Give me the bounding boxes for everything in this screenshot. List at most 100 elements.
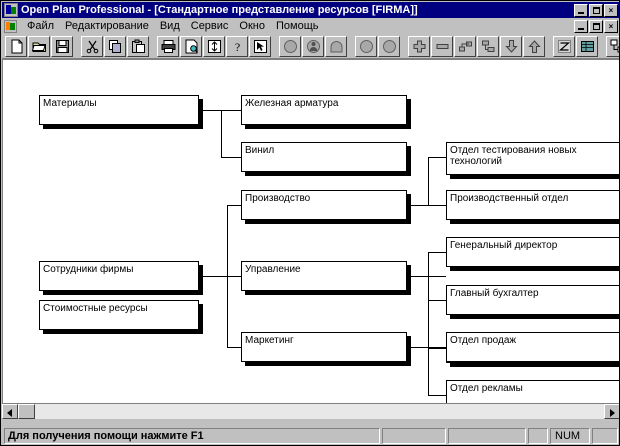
menu-bar: Файл Редактирование Вид Сервис Окно Помо… (2, 18, 619, 34)
cost-resource-icon[interactable] (355, 35, 377, 57)
help-arrow-icon[interactable] (249, 35, 271, 57)
scrollbar-thumb[interactable] (18, 404, 35, 419)
remove-minus-icon[interactable] (431, 35, 453, 57)
diagram-connector (221, 157, 241, 158)
diagram-node-proizv-otdel[interactable]: Производственный отдел (446, 190, 619, 220)
close-button[interactable]: × (604, 3, 618, 17)
pool-resource-icon[interactable] (378, 35, 400, 57)
status-pane-a (382, 428, 446, 444)
print-icon[interactable] (157, 35, 179, 57)
diagram-node-armatura[interactable]: Железная арматура (241, 95, 407, 125)
diagram-node-label: Главный бухгалтер (450, 288, 539, 299)
diagram-node-label: Стоимостные ресурсы (43, 303, 148, 314)
menu-item-tools[interactable]: Сервис (190, 20, 229, 32)
status-pane-b (448, 428, 526, 444)
minimize-button[interactable] (574, 3, 588, 17)
structure-icon[interactable] (477, 35, 499, 57)
save-disk-icon[interactable] (51, 35, 73, 57)
mdi-child-controls: × (573, 19, 619, 33)
window-controls: × (573, 3, 618, 17)
diagram-connector (428, 347, 429, 395)
diagram-connector (203, 276, 227, 277)
diagram-node-vinil[interactable]: Винил (241, 142, 407, 172)
diagram-node-label: Винил (245, 145, 275, 156)
labour-resource-icon[interactable] (302, 35, 324, 57)
menu-item-view[interactable]: Вид (159, 20, 180, 32)
move-up-icon[interactable] (523, 35, 545, 57)
status-hint: Для получения помощи нажмите F1 (4, 428, 380, 444)
diagram-connector (411, 205, 446, 206)
new-file-icon[interactable] (5, 35, 27, 57)
diagram-node-otdel-reklamy[interactable]: Отдел рекламы (446, 380, 619, 403)
diagram-node-upravlenie[interactable]: Управление (241, 261, 407, 291)
diagram-node-label: Отдел тестирования новых технологий (450, 145, 577, 167)
print-preview-icon[interactable] (180, 35, 202, 57)
move-down-icon[interactable] (500, 35, 522, 57)
title-bar: Open Plan Professional - [Стандартное пр… (2, 2, 619, 18)
diagram-node-otdel-test[interactable]: Отдел тестирования новых технологий (446, 142, 619, 175)
horizontal-scrollbar[interactable] (2, 403, 619, 419)
diagram-connector (428, 300, 446, 301)
mdi-minimize-button[interactable] (574, 19, 588, 33)
menu-item-help[interactable]: Помощь (275, 20, 319, 32)
diagram-node-label: Отдел рекламы (450, 383, 523, 394)
diagram-node-label: Генеральный директор (450, 240, 558, 251)
zigzag-icon[interactable] (553, 35, 575, 57)
layout-icon[interactable] (606, 35, 619, 57)
menu-item-edit[interactable]: Редактирование (65, 20, 149, 32)
sort-icon[interactable] (203, 35, 225, 57)
window-title: Open Plan Professional - [Стандартное пр… (21, 4, 418, 16)
arrow-right-icon[interactable] (604, 404, 619, 419)
status-pane-d (592, 428, 618, 444)
diagram-node-label: Сотрудники фирмы (43, 264, 134, 275)
copy-icon[interactable] (104, 35, 126, 57)
open-folder-icon[interactable] (28, 35, 50, 57)
diagram-node-label: Маркетинг (245, 335, 294, 346)
mdi-close-button[interactable]: × (604, 19, 618, 33)
diagram-node-marketing[interactable]: Маркетинг (241, 332, 407, 362)
diagram-connector (227, 347, 241, 348)
diagram-connector (227, 276, 241, 277)
menu-item-file[interactable]: Файл (27, 20, 55, 32)
restore-button[interactable] (589, 3, 603, 17)
diagram-node-label: Материалы (43, 98, 97, 109)
status-bar: Для получения помощи нажмите F1 NUM (2, 426, 619, 445)
diagram-node-label: Производственный отдел (450, 193, 569, 204)
diagram-node-stoimostnye[interactable]: Стоимостные ресурсы (39, 300, 199, 330)
menu-item-window[interactable]: Окно (239, 20, 265, 32)
diagram-node-sotrudniki[interactable]: Сотрудники фирмы (39, 261, 199, 291)
material-resource-icon[interactable] (325, 35, 347, 57)
diagram-connector (428, 157, 446, 158)
circle-resource-icon[interactable] (279, 35, 301, 57)
diagram-node-materialy[interactable]: Материалы (39, 95, 199, 125)
cut-scissors-icon[interactable] (81, 35, 103, 57)
mdi-restore-button[interactable] (589, 19, 603, 33)
arrow-left-icon[interactable] (2, 404, 18, 419)
add-plus-icon[interactable] (408, 35, 430, 57)
open-plan-icon (4, 3, 18, 17)
document-icon[interactable] (4, 19, 17, 33)
diagram-connector (203, 110, 241, 111)
diagram-node-otdel-prodazh[interactable]: Отдел продаж (446, 332, 619, 362)
status-pane-c (528, 428, 548, 444)
paste-icon[interactable] (127, 35, 149, 57)
diagram-connector (428, 348, 446, 349)
diagram-node-proizvodstvo[interactable]: Производство (241, 190, 407, 220)
diagram-connector (227, 205, 241, 206)
toolbar: ? (2, 34, 619, 59)
diagram-connector (428, 252, 446, 253)
diagram-connector (428, 157, 429, 205)
scrollbar-track[interactable] (18, 404, 604, 419)
table-view-icon[interactable] (576, 35, 598, 57)
diagram-node-gen-director[interactable]: Генеральный директор (446, 237, 619, 267)
help-question-icon[interactable]: ? (226, 35, 248, 57)
link-icon[interactable] (454, 35, 476, 57)
diagram-connector (221, 110, 222, 157)
diagram-node-label: Производство (245, 193, 311, 204)
status-num-indicator: NUM (550, 428, 590, 444)
svg-text:?: ? (234, 40, 239, 54)
diagram-node-gl-buhgalter[interactable]: Главный бухгалтер (446, 285, 619, 315)
